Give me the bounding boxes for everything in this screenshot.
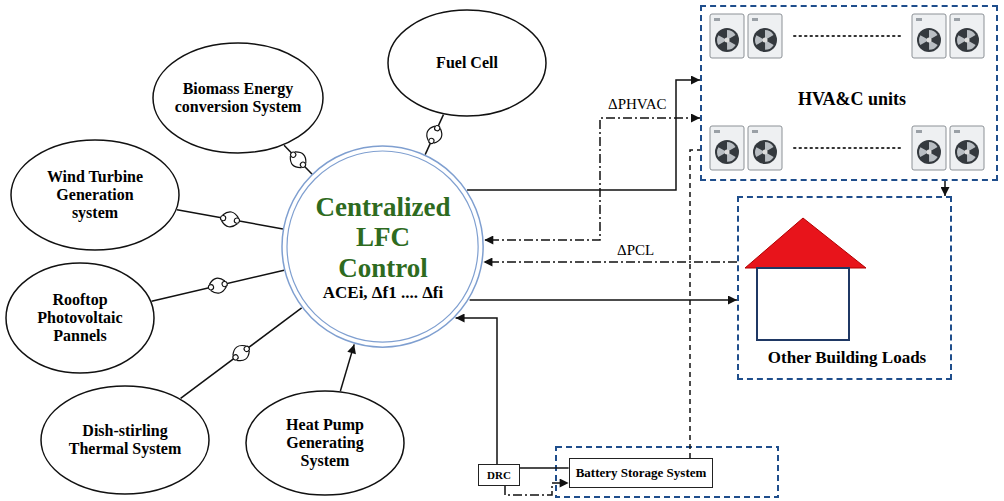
battery-region — [556, 447, 778, 497]
text-group: HVA&C units — [798, 89, 906, 109]
ellipse-shape — [11, 140, 179, 250]
hvac-unit-icon — [710, 126, 744, 170]
breaker-contact — [234, 218, 240, 224]
hvac-unit-icon — [710, 14, 744, 58]
connector-line — [340, 344, 354, 391]
breaker-contact — [243, 345, 250, 352]
connector-line — [456, 318, 497, 464]
breaker-arc — [237, 351, 253, 364]
breaker-contact — [299, 161, 306, 168]
node-label: HVA&C units — [798, 89, 906, 109]
hvac-units-region: HVA&C units — [700, 5, 998, 181]
energy-source-ellipse: Heat Pump Generating System — [245, 390, 405, 496]
node-label: Rooftop Photovoltaic Pannels — [25, 291, 135, 345]
energy-source-ellipse: Biomass Energy conversion System — [152, 42, 324, 154]
text-group: Other Building Loads — [768, 348, 926, 367]
breaker-contact — [208, 284, 214, 290]
ellipsis-dots — [794, 147, 904, 149]
node-label: Fuel Cell — [436, 54, 498, 72]
node-label: Battery Storage System — [576, 466, 707, 481]
lfc-controller-circle: Centralized LFC ControlACEi, Δf1 .... Δf… — [281, 145, 484, 348]
breaker-arc — [424, 124, 435, 140]
node-label: Biomass Energy conversion System — [163, 80, 313, 116]
ellipsis-dots — [794, 35, 904, 37]
breaker-contact — [290, 151, 297, 158]
connector-line — [483, 261, 737, 263]
connector-line — [152, 270, 285, 301]
building-loads-region: Other Building Loads — [737, 196, 952, 380]
hvac-unit-icon — [912, 126, 946, 170]
text-group: Fuel Cell — [436, 54, 498, 72]
circuit-breaker-symbol — [207, 276, 229, 295]
connector-line — [944, 181, 946, 196]
text-group: Wind Turbine Generation system — [33, 168, 158, 222]
ellipse-shape — [6, 263, 154, 373]
energy-source-ellipse: Rooftop Photovoltaic Pannels — [5, 262, 155, 374]
hvac-unit-icon — [748, 14, 782, 58]
breaker-arc — [295, 149, 309, 164]
text-group: Heat Pump Generating System — [270, 416, 380, 470]
energy-source-ellipse: Fuel Cell — [387, 9, 547, 117]
breaker-contact — [428, 138, 435, 145]
connector-line — [690, 150, 700, 458]
breaker-contact — [232, 354, 239, 361]
text-group: Dish-stirling Thermal System — [60, 422, 190, 458]
battery-box: Battery Storage System — [569, 458, 714, 488]
text-group: Battery Storage System — [576, 466, 707, 481]
breaker-contact — [434, 125, 441, 132]
connector-line — [470, 299, 737, 301]
breaker-contact — [222, 281, 228, 287]
text-group: DRC — [487, 469, 511, 481]
hvac-unit-icon — [950, 126, 984, 170]
house-body — [757, 268, 849, 340]
node-label: Centralized LFC Control — [316, 192, 451, 283]
circuit-breaker-symbol — [423, 123, 445, 147]
ellipse-shape — [41, 386, 209, 494]
connector-line — [181, 308, 302, 399]
connector-line — [284, 145, 312, 174]
signal-label: ΔPCL — [615, 241, 656, 259]
energy-source-ellipse: Dish-stirling Thermal System — [40, 385, 210, 495]
ellipse-shape — [153, 43, 323, 153]
hvac-unit-icon — [912, 14, 946, 58]
breaker-arc — [230, 342, 246, 355]
connector-line — [484, 118, 700, 240]
text-group: Biomass Energy conversion System — [163, 80, 313, 116]
text-group: Rooftop Photovoltaic Pannels — [25, 291, 135, 345]
drc-box: DRC — [478, 464, 520, 486]
hvac-unit-icon — [950, 14, 984, 58]
connector-line — [177, 210, 283, 229]
node-sublabel: ACEi, Δf1 .... Δfi — [323, 283, 443, 302]
energy-source-ellipse: Wind Turbine Generation system — [10, 139, 180, 251]
node-label: DRC — [487, 469, 511, 481]
node-label: Heat Pump Generating System — [270, 416, 380, 470]
connector-line — [520, 467, 569, 469]
circuit-breaker-symbol — [219, 210, 241, 228]
house-roof — [745, 218, 866, 268]
circuit-breaker-symbol — [229, 341, 253, 365]
circuit-breaker-symbol — [286, 148, 310, 172]
ellipse-shape — [246, 391, 404, 495]
ellipse-shape — [388, 10, 546, 116]
signal-label: ΔPHVAC — [606, 95, 669, 113]
node-label: Other Building Loads — [768, 348, 926, 367]
circle-outer — [282, 146, 483, 347]
node-label: Wind Turbine Generation system — [33, 168, 158, 222]
hvac-unit-icon — [748, 126, 782, 170]
node-label: Dish-stirling Thermal System — [60, 422, 190, 458]
breaker-arc — [287, 156, 301, 171]
connector-line — [425, 115, 443, 155]
breaker-arc — [434, 129, 445, 145]
breaker-contact — [220, 215, 226, 221]
text-group: Centralized LFC ControlACEi, Δf1 .... Δf… — [316, 192, 451, 302]
circle-inner — [287, 151, 478, 342]
